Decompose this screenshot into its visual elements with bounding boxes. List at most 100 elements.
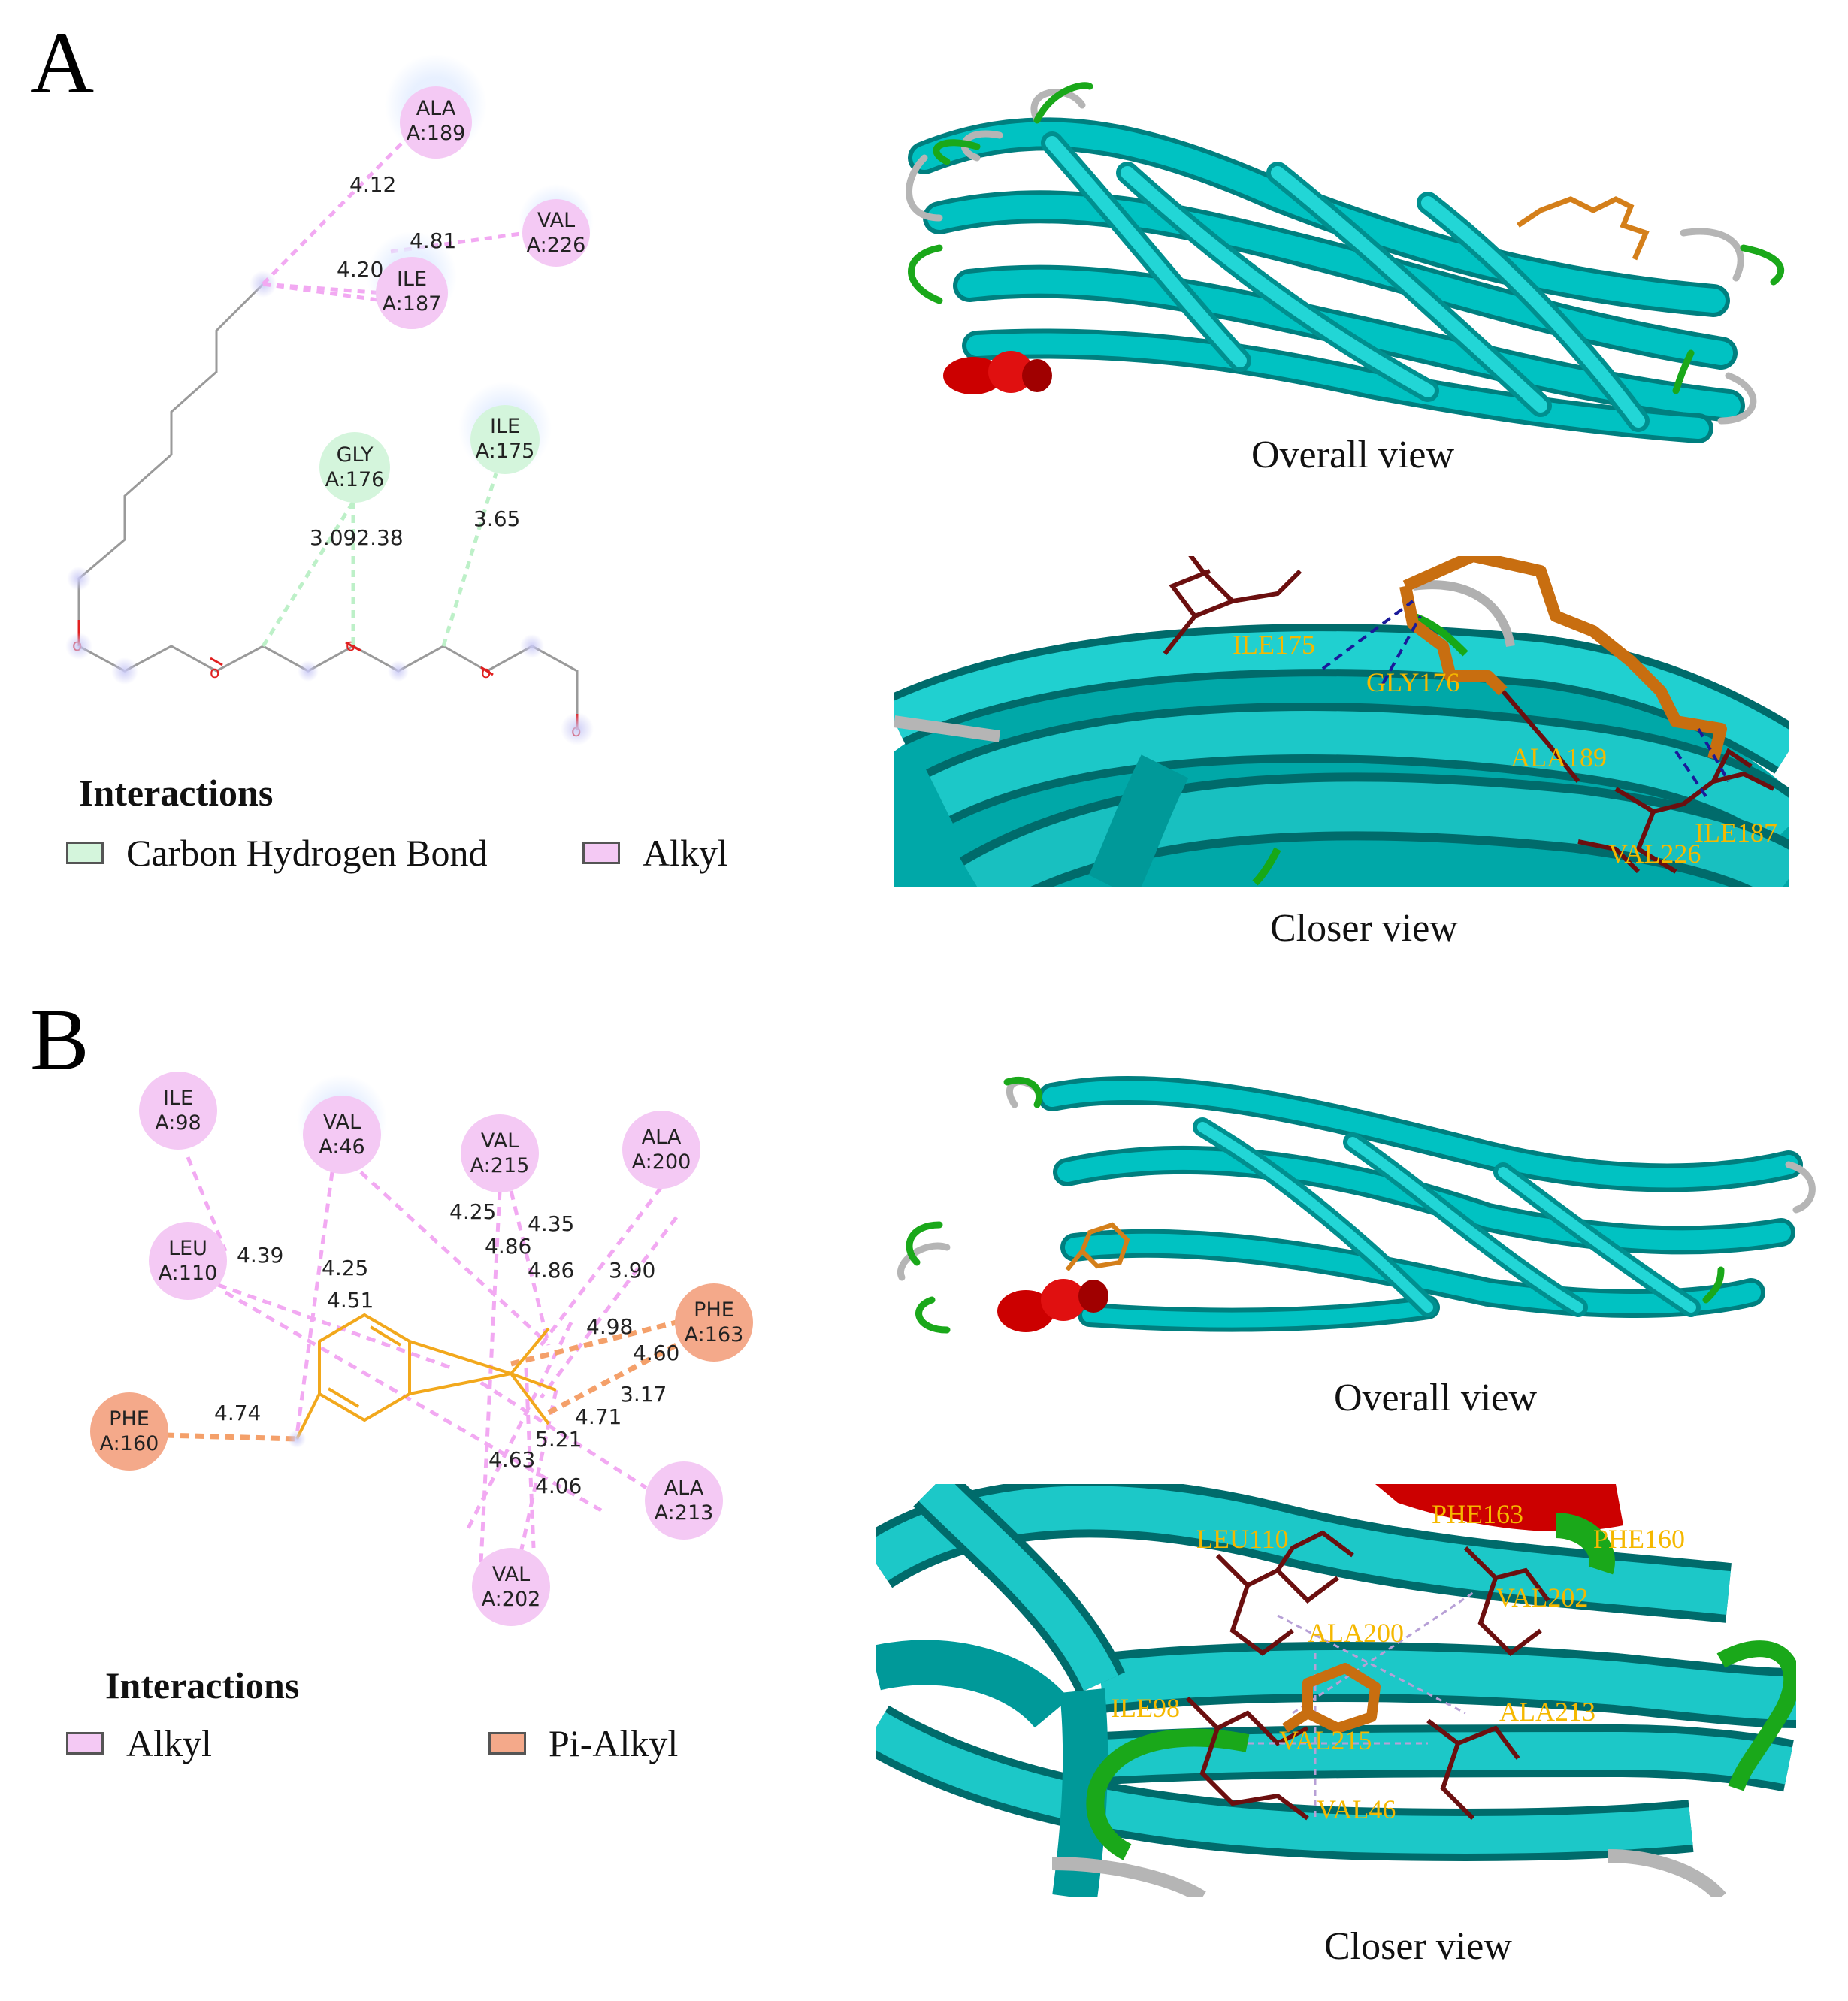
panel-a-closer-caption: Closer view [1270, 907, 1458, 950]
residue-label: VAL [492, 1563, 530, 1586]
distance-label: 5.21 [535, 1427, 582, 1452]
distance-label: 4.60 [633, 1341, 679, 1365]
residue-label: PHE [694, 1298, 734, 1322]
legend-swatch [66, 842, 104, 864]
residue-label: A:98 [155, 1111, 201, 1135]
residue-node-val226 [522, 199, 590, 267]
distance-label: 3.092.38 [310, 525, 404, 550]
residue-label: A:226 [527, 234, 586, 257]
legend-swatch [582, 842, 620, 864]
residue-label: ALA [664, 1477, 704, 1500]
legend-swatch [66, 1732, 104, 1755]
distance-label: 4.86 [528, 1258, 574, 1283]
distance-label: 4.20 [337, 257, 383, 282]
residue-node-val215 [461, 1114, 539, 1192]
residue-node-ala189 [400, 86, 472, 159]
residue-node-phe160 [90, 1392, 168, 1471]
residue-node-phe163 [675, 1283, 753, 1362]
panel-b-2d-diagram: ILE A:98 VAL A:46 VAL A:215 ALA A:200 LE… [90, 1072, 753, 1626]
distance-label: 4.35 [528, 1211, 574, 1236]
panel-b-legend-item-2: Pi-Alkyl [488, 1724, 678, 1762]
legend-swatch [488, 1732, 526, 1755]
panel-a-overall-caption: Overall view [1251, 434, 1455, 476]
closer-a-label-ile187: ILE187 [1695, 818, 1777, 848]
closer-b-label-ile98: ILE98 [1111, 1693, 1180, 1723]
residue-node-val46 [303, 1096, 381, 1174]
distance-label: 4.12 [349, 172, 396, 197]
distance-label: 4.25 [449, 1199, 496, 1224]
ligand-a-oxygens [77, 620, 579, 730]
closer-a-label-ile175: ILE175 [1233, 630, 1315, 660]
residue-label: A:202 [482, 1588, 541, 1611]
closer-a-label-ala189: ALA189 [1511, 742, 1607, 772]
distance-label: 4.63 [488, 1447, 535, 1472]
panel-a-legend-item-2: Alkyl [582, 834, 728, 872]
distance-label: 4.39 [237, 1243, 283, 1268]
legend-label: Pi-Alkyl [549, 1722, 679, 1764]
distance-label: 3.90 [609, 1258, 655, 1283]
residue-label: ILE [397, 268, 427, 291]
panel-b-letter: B [30, 990, 89, 1089]
residue-node-ala200 [622, 1111, 700, 1189]
distance-label: 4.98 [586, 1314, 633, 1339]
panel-a-letter: A [30, 14, 95, 112]
distance-label: 4.51 [327, 1288, 374, 1313]
panel-a-legend-item-1: Carbon Hydrogen Bond [66, 834, 488, 872]
residue-label: A:160 [100, 1432, 159, 1455]
svg-text:o: o [481, 663, 491, 682]
panel-a-ch-bond-lines [261, 473, 498, 648]
panel-a-interactions-title: Interactions [79, 772, 274, 814]
legend-label: Carbon Hydrogen Bond [126, 832, 488, 874]
legend-label: Alkyl [126, 1722, 212, 1764]
distance-label: 4.06 [535, 1474, 582, 1498]
distance-label: 4.25 [322, 1256, 368, 1280]
residue-label: VAL [323, 1111, 361, 1134]
residue-node-leu110 [149, 1222, 227, 1300]
residue-label: A:110 [159, 1262, 218, 1285]
residue-label: ILE [490, 415, 520, 438]
residue-label: A:200 [632, 1150, 691, 1174]
panel-b-overall-caption: Overall view [1334, 1377, 1538, 1419]
residue-node-ala213 [645, 1461, 723, 1540]
residue-label: A:175 [476, 440, 535, 463]
residue-label: A:46 [319, 1135, 364, 1159]
closer-b-label-leu110: LEU110 [1196, 1524, 1289, 1554]
residue-node-val202 [472, 1548, 550, 1626]
panel-b-residues: ILE A:98 VAL A:46 VAL A:215 ALA A:200 LE… [90, 1072, 753, 1626]
distance-label: 4.71 [575, 1404, 622, 1429]
panel-a-distances: 4.12 4.81 4.20 3.092.38 3.65 [310, 172, 520, 550]
residue-label: A:176 [325, 468, 385, 491]
panel-b-overall-structure [897, 1075, 1816, 1334]
closer-b-label-val46: VAL46 [1317, 1794, 1396, 1824]
closer-b-label-ala200: ALA200 [1308, 1618, 1404, 1648]
closer-b-label-phe163: PHE163 [1432, 1499, 1523, 1529]
panel-a-2d-diagram: o o o o o [65, 54, 594, 745]
closer-a-label-gly176: GLY176 [1366, 667, 1459, 697]
residue-node-gly176 [319, 432, 390, 503]
closer-b-label-ala213: ALA213 [1499, 1697, 1595, 1727]
closer-b-label-val202: VAL202 [1496, 1582, 1588, 1613]
legend-label: Alkyl [643, 832, 728, 874]
ligand-a-skeleton [77, 283, 579, 714]
ligand-b-overall [1065, 1222, 1130, 1271]
residue-label: A:213 [655, 1501, 714, 1525]
residue-label: ALA [416, 97, 456, 120]
panel-a-residues: ALA A:189 VAL A:226 ILE A:187 GLY A:176 … [319, 54, 594, 503]
panel-b-closer-caption: Closer view [1324, 1925, 1512, 1968]
distance-label: 4.81 [410, 228, 456, 253]
panel-a-alkyl-lines [262, 138, 527, 303]
panel-b-alkyl-lines [186, 1156, 678, 1564]
residue-node-ile175 [470, 405, 540, 474]
panel-b-distances: 4.39 4.25 4.51 4.25 4.86 4.35 4.86 3.90 … [214, 1199, 679, 1498]
panel-a-overall-structure [906, 82, 1785, 443]
ligand-a-overall [1517, 196, 1650, 261]
distance-label: 3.65 [473, 506, 520, 531]
panel-b-legend-item-1: Alkyl [66, 1724, 212, 1762]
svg-text:o: o [210, 663, 219, 682]
ligand-b-skeleton [295, 1313, 557, 1440]
ligand-a-oxygen-glyphs: o o o o o [72, 636, 581, 741]
panel-b-closer-structure: PHE163 LEU110 PHE160 VAL202 ALA200 ILE98… [876, 1484, 1796, 1897]
residue-label: A:215 [470, 1154, 530, 1177]
residue-node-ile98 [139, 1072, 217, 1150]
